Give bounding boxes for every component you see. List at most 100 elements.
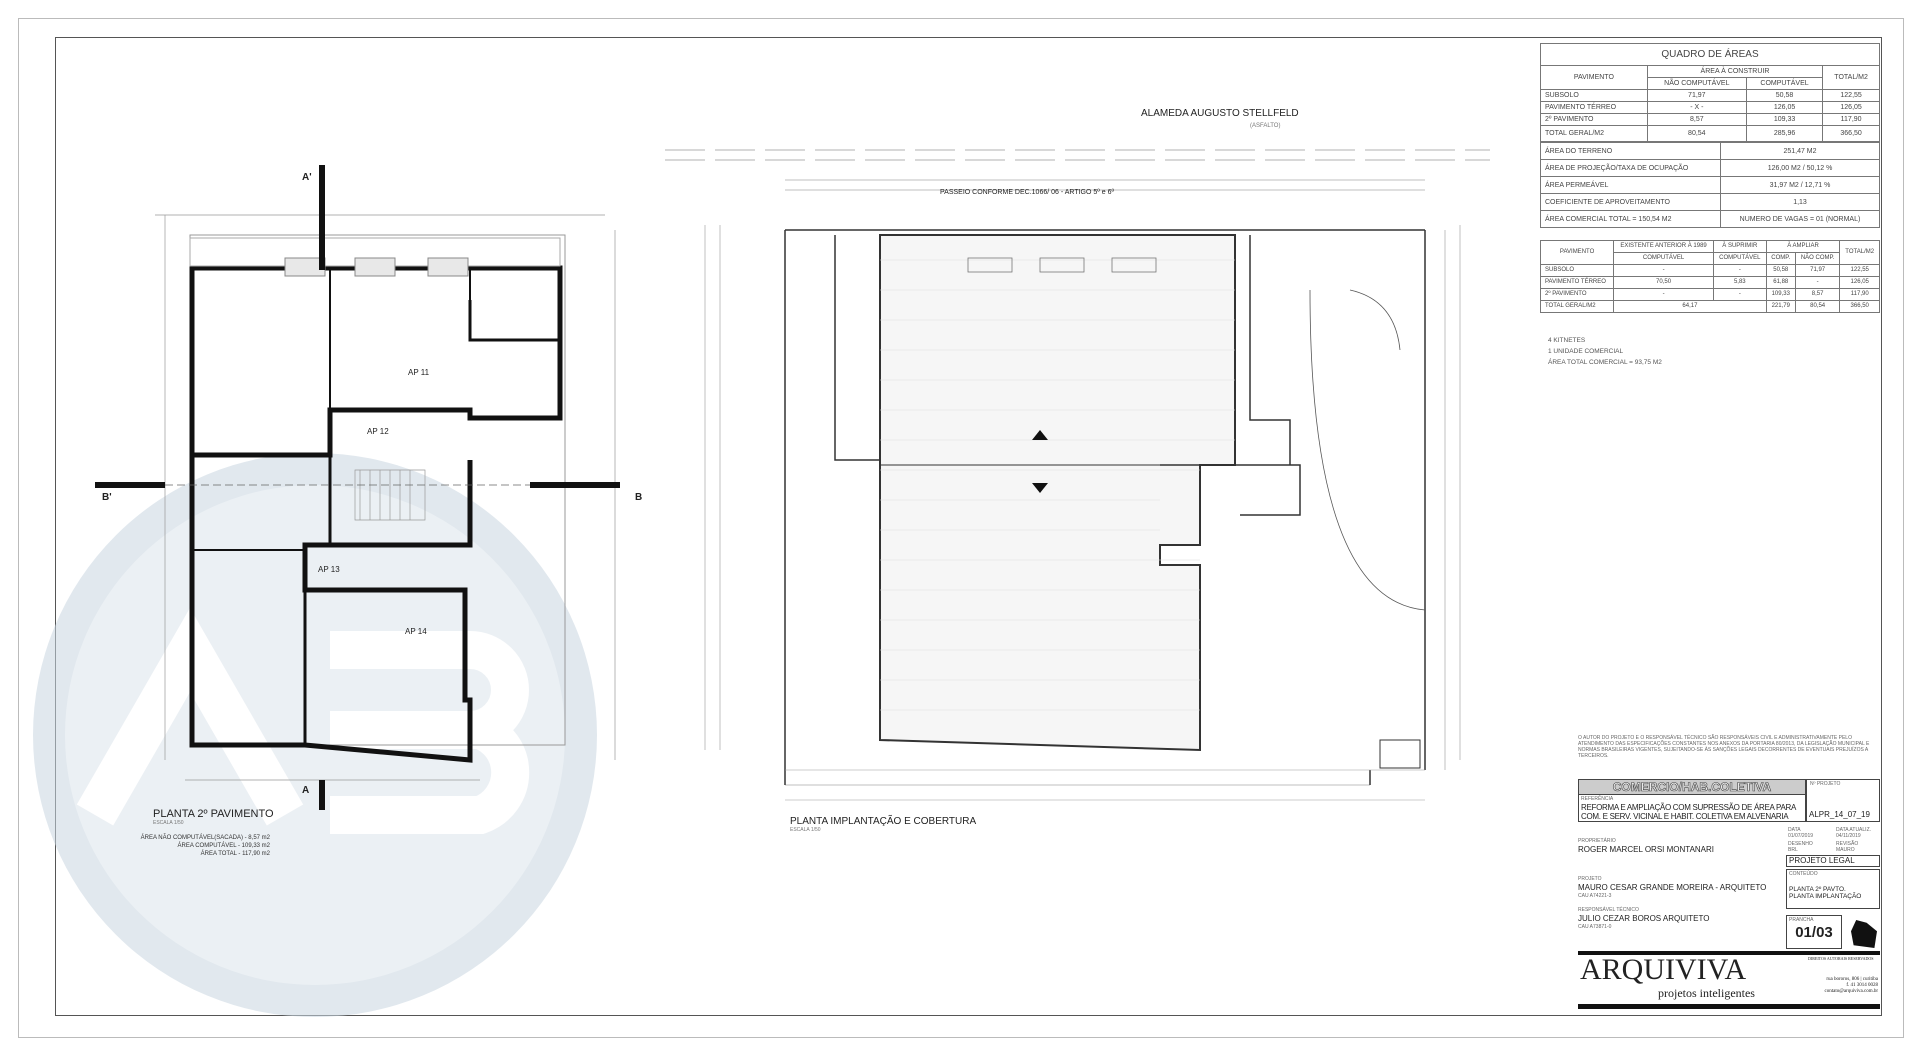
contact-line: contato@arquiviva.com.br bbox=[1824, 989, 1878, 994]
cell: 251,47 M2 bbox=[1720, 142, 1880, 160]
cell: 8,57 bbox=[1794, 288, 1841, 301]
header-cell: À SUPRIMIR bbox=[1712, 240, 1767, 253]
cell: COEFICIENTE DE APROVEITAMENTO bbox=[1540, 193, 1721, 211]
cell: - bbox=[1712, 288, 1767, 301]
architect: MAURO CESAR GRANDE MOREIRA - ARQUITETO bbox=[1578, 883, 1767, 892]
header-cell: NÃO COMP. bbox=[1794, 252, 1841, 265]
header-cell: COMPUTÁVEL bbox=[1745, 77, 1824, 90]
content-box: CONTEÚDO PLANTA 2º PAVTO. PLANTA IMPLANT… bbox=[1786, 869, 1880, 909]
cell: NUMERO DE VAGAS = 01 (NORMAL) bbox=[1720, 210, 1880, 228]
area-line: ÁREA COMPUTÁVEL - 109,33 m2 bbox=[177, 843, 270, 849]
architect-cau: CAU A74221-3 bbox=[1578, 893, 1612, 899]
date: 01/07/2019 bbox=[1788, 833, 1814, 839]
left-plan-areas: ÁREA NÃO COMPUTÁVEL(SACADA) - 8,57 m2 ÁR… bbox=[110, 834, 270, 858]
header-cell: À AMPLIAR bbox=[1765, 240, 1841, 253]
cell: SUBSOLO bbox=[1539, 264, 1615, 277]
left-plan-scale: ESCALA 1/50 bbox=[153, 820, 184, 826]
project-number-label: Nº PROJETO bbox=[1810, 781, 1841, 787]
cell: 285,96 bbox=[1745, 125, 1824, 142]
tech-cau: CAU A73871-0 bbox=[1578, 924, 1612, 930]
review-label: REVISÃO bbox=[1836, 841, 1859, 847]
section-mark-b: B bbox=[635, 492, 643, 503]
crea-seal-icon bbox=[1851, 920, 1877, 948]
cell: - bbox=[1613, 264, 1714, 277]
cell: - bbox=[1712, 264, 1767, 277]
title-block: O AUTOR DO PROJETO E O RESPONSÁVEL TÉCNI… bbox=[1576, 735, 1882, 1016]
unit-label: AP 11 bbox=[408, 368, 430, 377]
divider bbox=[1578, 1004, 1880, 1009]
watermark-logo bbox=[33, 453, 597, 1017]
contact-line: rua bororos, 806 | curitiba bbox=[1826, 977, 1878, 982]
cell: 5,83 bbox=[1712, 276, 1767, 289]
sheet-box: PRANCHA 01/03 bbox=[1786, 915, 1842, 949]
drawn: BRL bbox=[1788, 847, 1798, 853]
cell: 2º PAVIMENTO bbox=[1540, 113, 1648, 126]
cell: ÁREA PERMEÁVEL bbox=[1540, 176, 1721, 194]
notes: 4 KITNETES 1 UNIDADE COMERCIAL ÁREA TOTA… bbox=[1540, 335, 1880, 368]
site-plan-scale: ESCALA 1/50 bbox=[790, 827, 821, 833]
cell: - bbox=[1794, 276, 1841, 289]
street-note: (ASFALTO) bbox=[1250, 123, 1281, 129]
unit-label: AP 13 bbox=[318, 565, 340, 574]
floor-plan-2nd-floor bbox=[95, 165, 620, 810]
header-cell: COMPUTÁVEL bbox=[1712, 252, 1767, 265]
cell: 50,58 bbox=[1765, 264, 1796, 277]
cell: 64,17 bbox=[1613, 300, 1767, 313]
cell: 61,88 bbox=[1765, 276, 1796, 289]
reference-label: REFERÊNCIA bbox=[1581, 796, 1614, 802]
content-label: CONTEÚDO bbox=[1789, 871, 1818, 877]
header-cell: PAVIMENTO bbox=[1539, 240, 1615, 265]
unit-label: AP 12 bbox=[367, 427, 389, 436]
cell: 1,13 bbox=[1720, 193, 1880, 211]
content-line: PLANTA 2º PAVTO. bbox=[1789, 886, 1846, 893]
cell: 70,50 bbox=[1613, 276, 1714, 289]
cell: 109,33 bbox=[1745, 113, 1824, 126]
cell: TOTAL GERAL/M2 bbox=[1540, 125, 1648, 142]
contact-line: f. 41 3014 0028 bbox=[1846, 983, 1878, 988]
cell: 71,97 bbox=[1794, 264, 1841, 277]
header-cell: TOTAL/M2 bbox=[1822, 65, 1880, 90]
sheet-number: 01/03 bbox=[1795, 924, 1833, 941]
cell: 117,90 bbox=[1839, 288, 1880, 301]
sidewalk-note: PASSEIO CONFORME DEC.1066/ 06 - ARTIGO 5… bbox=[940, 189, 1115, 196]
cell: 126,05 bbox=[1822, 101, 1880, 114]
areas-table-title: QUADRO DE ÁREAS bbox=[1540, 43, 1880, 66]
sheet-inner-border bbox=[55, 37, 1882, 1016]
cell: 2º PAVIMENTO bbox=[1539, 288, 1615, 301]
cell: ÁREA COMERCIAL TOTAL = 150,54 M2 bbox=[1540, 210, 1721, 228]
cell: 366,50 bbox=[1822, 125, 1880, 142]
contact-info: rua bororos, 806 | curitiba f. 41 3014 0… bbox=[1825, 977, 1878, 995]
review: MAURO bbox=[1836, 847, 1855, 853]
reference-line: COM. E SERV. VICINAL E HABIT. COLETIVA E… bbox=[1581, 812, 1789, 821]
disclaimer: O AUTOR DO PROJETO E O RESPONSÁVEL TÉCNI… bbox=[1578, 735, 1870, 759]
note: ÁREA TOTAL COMERCIAL = 93,75 M2 bbox=[1548, 359, 1662, 366]
section-mark-a-prime: A' bbox=[302, 172, 312, 183]
phase: PROJETO LEGAL bbox=[1786, 855, 1880, 867]
update-cell: DATA ATUALIZ.04/11/2019 bbox=[1836, 827, 1871, 839]
cell: 80,54 bbox=[1646, 125, 1747, 142]
cell: ÁREA DO TERRENO bbox=[1540, 142, 1721, 160]
update-label: DATA ATUALIZ. bbox=[1836, 827, 1872, 833]
site-plan bbox=[665, 149, 1490, 801]
update: 04/11/2019 bbox=[1836, 833, 1861, 839]
category-banner: COMERCIO/HAB.COLETIVA bbox=[1578, 779, 1806, 795]
site-plan-caption: PLANTA IMPLANTAÇÃO E COBERTURA ESCALA 1/… bbox=[790, 816, 976, 833]
header-cell: EXISTENTE ANTERIOR À 1989 bbox=[1613, 240, 1714, 253]
content-line: PLANTA IMPLANTAÇÃO bbox=[1789, 893, 1862, 900]
